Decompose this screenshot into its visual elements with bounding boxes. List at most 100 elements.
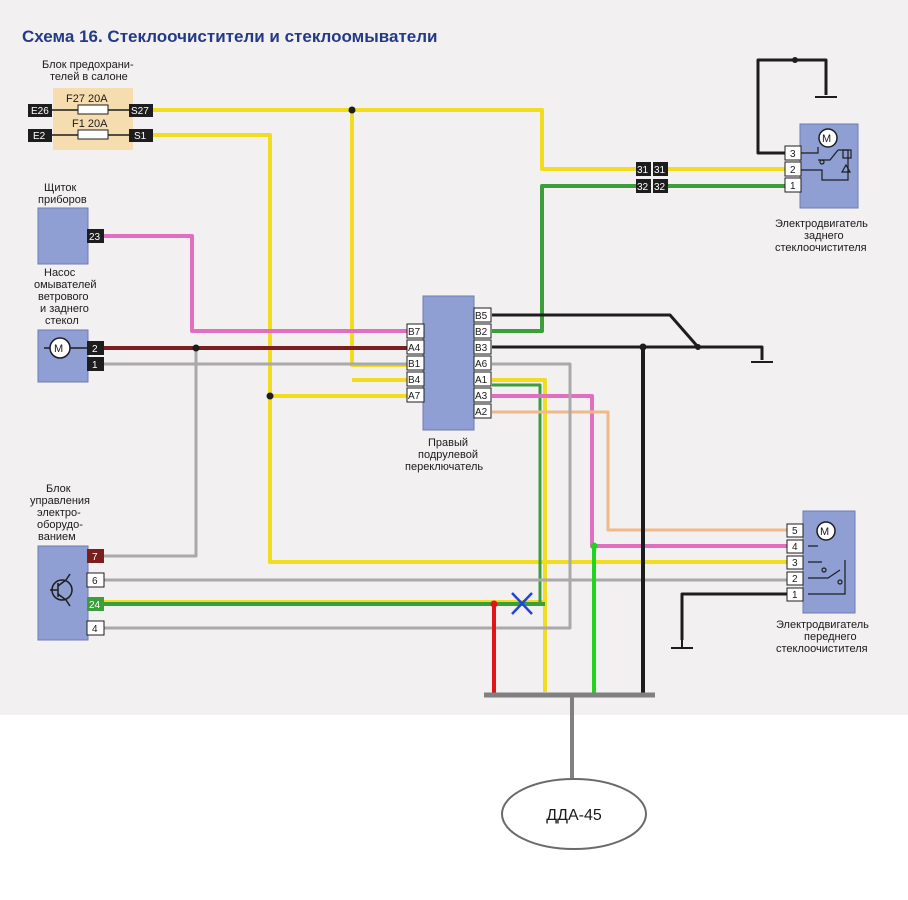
rear-motor-label: стеклоочистителя (775, 242, 867, 254)
steering-switch: B7 A4 B1 B4 A7 B5 B2 B3 A6 A1 (405, 295, 492, 473)
pump-motor-label: M (54, 343, 63, 355)
wire-yellow-s27 (152, 108, 785, 171)
pin-e2: E2 (33, 131, 46, 142)
connector-32-right: 32 (654, 182, 666, 193)
pin-s27: S27 (131, 106, 149, 117)
front-motor-pin-5: 5 (792, 526, 798, 537)
pump-pin-2: 2 (92, 344, 98, 355)
cut-mark-icon (511, 592, 533, 615)
control-unit: Блок управления электро- оборудо- ванием… (30, 483, 105, 641)
front-motor-pin-4: 4 (792, 542, 798, 553)
washer-pump-label: Насос (44, 267, 76, 279)
pin-s1: S1 (134, 131, 147, 142)
washer-pump-label: и заднего (40, 303, 89, 315)
washer-pump-label: омывателей (34, 279, 97, 291)
wire-yellow-a1 (492, 378, 547, 692)
rear-motor-label: заднего (804, 230, 844, 242)
wire-black-front-gnd (680, 592, 792, 640)
pin-e26: E26 (31, 106, 49, 117)
motor-icon (818, 128, 838, 148)
switch-pin-b1: B1 (408, 359, 421, 370)
control-pin-7: 7 (92, 552, 98, 563)
rear-motor-m: M (822, 133, 831, 145)
fuse-block-label: Блок предохрани- (42, 59, 134, 71)
switch-pin-b4: B4 (408, 375, 421, 386)
wire-pink-a3 (492, 394, 792, 548)
switch-right-pins: B5 B2 B3 A6 A1 A3 A2 (473, 307, 492, 419)
ground-icon (671, 96, 837, 649)
switch-pin-a6: A6 (475, 359, 488, 370)
splice-dot (639, 343, 647, 351)
front-motor-pin-1: 1 (792, 590, 798, 601)
dashboard-label: Щиток (44, 182, 76, 194)
splice-dot (266, 392, 274, 400)
splice-dot (792, 57, 798, 63)
control-pin-4: 4 (92, 624, 98, 635)
front-wiper-motor: M 5 4 3 2 1 Электродвигатель переднего с… (776, 510, 869, 655)
front-motor-label: стеклоочистителя (776, 643, 868, 655)
fuse-f27-label: F27 20А (66, 93, 108, 105)
control-pin-24: 24 (89, 600, 101, 611)
washer-pump-label: стекол (45, 315, 79, 327)
wire-black-b5 (492, 313, 700, 348)
control-unit-label: Блок (46, 483, 71, 495)
switch-pin-b2: B2 (475, 327, 488, 338)
switch-label: переключатель (405, 461, 483, 473)
rear-wiper-motor: M 3 2 1 Электродвигатель заднего стеклоо… (775, 123, 868, 254)
motor-icon (816, 521, 836, 541)
control-unit-label: управления (30, 495, 90, 507)
wire-green-a1-drop (492, 383, 542, 604)
wire-black-b3 (492, 345, 764, 360)
control-unit-label: ванием (38, 531, 76, 543)
rear-motor-label: Электродвигатель (775, 218, 868, 230)
wire-grey-7 (104, 348, 198, 558)
splice-dot (695, 344, 701, 350)
splice-dot (192, 344, 200, 352)
splice-dot (490, 600, 498, 608)
front-motor-pin-3: 3 (792, 558, 798, 569)
rear-motor-pin-2: 2 (790, 165, 796, 176)
switch-pin-a7: A7 (408, 391, 421, 402)
switch-pin-a1: A1 (475, 375, 488, 386)
dashboard-block: Щиток приборов 23 (37, 182, 104, 265)
fuse-block: Блок предохрани- телей в салоне F27 20А … (28, 59, 153, 150)
wires (104, 58, 828, 778)
dda-45-sensor: ДДА-45 (501, 778, 647, 850)
washer-pump: Насос омывателей ветрового и заднего сте… (34, 267, 104, 383)
wire-pink-dash (104, 234, 407, 333)
fuse-block-label: телей в салоне (50, 71, 128, 83)
front-motor-internal-icon (808, 545, 846, 595)
connector-31-32: 31 31 32 32 (636, 162, 668, 193)
control-unit-label: электро- (37, 507, 81, 519)
switch-label: подрулевой (418, 449, 478, 461)
pump-pin-1: 1 (92, 360, 98, 371)
splice-dots (192, 57, 798, 608)
connector-31-left: 31 (637, 165, 649, 176)
dda-45-label: ДДА-45 (546, 807, 602, 824)
fuse-f1-label: F1 20А (72, 118, 108, 130)
switch-label: Правый (428, 437, 468, 449)
wire-black-rear-gnd (756, 58, 828, 155)
washer-pump-label: ветрового (38, 291, 88, 303)
front-motor-m: M (820, 526, 829, 538)
rear-motor-internal-icon (801, 147, 852, 181)
switch-pin-b3: B3 (475, 343, 488, 354)
splice-dot (590, 542, 598, 550)
switch-pin-a3: A3 (475, 391, 488, 402)
rear-motor-pin-3: 3 (790, 149, 796, 160)
wire-yellow-branch-b1 (350, 110, 407, 367)
control-unit-label: оборудо- (37, 519, 83, 531)
connector-32-left: 32 (637, 182, 649, 193)
splice-dot (348, 106, 356, 114)
switch-pin-a4: A4 (408, 343, 421, 354)
wire-green-rear (492, 184, 785, 333)
dashboard-label: приборов (38, 194, 87, 206)
switch-pin-b7: B7 (408, 327, 421, 338)
front-motor-label: переднего (804, 631, 857, 643)
rear-motor-pin-1: 1 (790, 181, 796, 192)
control-pin-6: 6 (92, 576, 98, 587)
wire-grey-4 (104, 362, 572, 630)
front-motor-label: Электродвигатель (776, 619, 869, 631)
